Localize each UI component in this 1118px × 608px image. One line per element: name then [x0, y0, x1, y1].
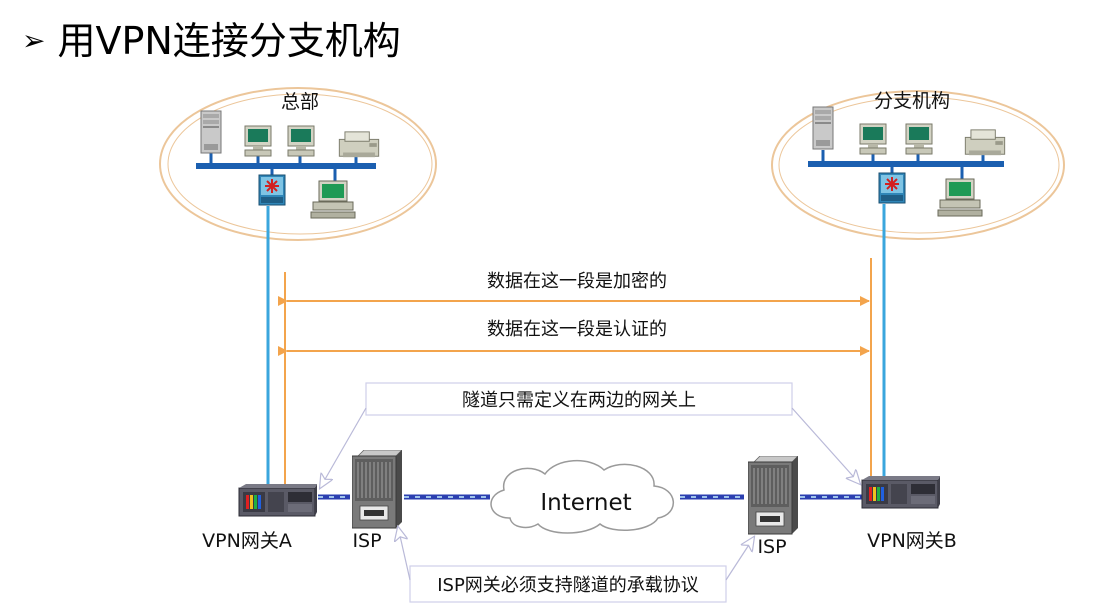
- gateway-b-label: VPN网关B: [867, 530, 957, 552]
- encrypted-note: 数据在这一段是加密的: [487, 271, 667, 292]
- authenticated-note: 数据在这一段是认证的: [487, 319, 667, 340]
- isp-note: ISP网关必须支持隧道的承载协议: [437, 575, 699, 596]
- branch-workstation-2-icon: [905, 123, 933, 155]
- isp-right-router-icon: [748, 456, 798, 535]
- branch-site-boundary-inner: [778, 96, 1060, 234]
- hq-server-icon: [200, 110, 222, 154]
- branch-label: 分支机构: [874, 90, 950, 112]
- tunnel-note-box: [365, 382, 793, 416]
- slide-title-text: 用VPN连接分支机构: [57, 19, 401, 63]
- branch-desktop-icon: [937, 178, 983, 217]
- hq-site-boundary: [159, 87, 437, 241]
- tunnel-note: 隧道只需定义在两边的网关上: [462, 390, 696, 411]
- branch-site-boundary: [771, 90, 1065, 240]
- vpn-gateway-a-icon: [238, 484, 318, 517]
- gateway-a-label: VPN网关A: [202, 530, 292, 552]
- hq-workstation-2-icon: [287, 125, 315, 157]
- isp-left-router-icon: [352, 450, 402, 529]
- vpn-gateway-b-icon: [861, 476, 941, 509]
- slide-title: ➢ 用VPN连接分支机构: [22, 10, 401, 65]
- branch-server-icon: [812, 106, 834, 150]
- isp-left-label: ISP: [352, 530, 381, 552]
- branch-switch-icon: [878, 172, 906, 204]
- branch-workstation-1-icon: [859, 123, 887, 155]
- internet-cloud-icon: [490, 459, 675, 534]
- tunnel-note-pointer-right: [791, 407, 860, 484]
- tunnel-note-pointer-left: [320, 407, 367, 488]
- hq-label: 总部: [281, 91, 319, 113]
- hq-switch-icon: [258, 174, 286, 206]
- bullet-arrow-icon: ➢: [22, 24, 46, 57]
- branch-printer-icon: [964, 129, 1006, 156]
- hq-lan-bus: [196, 163, 376, 169]
- isp-note-box: [409, 565, 727, 603]
- hq-desktop-icon: [310, 180, 356, 219]
- hq-site-boundary-inner: [167, 93, 433, 235]
- branch-lan-bus: [808, 161, 1004, 167]
- hq-workstation-1-icon: [244, 125, 272, 157]
- isp-note-pointer-left: [398, 527, 411, 581]
- isp-note-pointer-right: [725, 537, 754, 581]
- hq-printer-icon: [338, 131, 380, 158]
- isp-right-label: ISP: [757, 536, 786, 558]
- internet-label: Internet: [540, 490, 631, 516]
